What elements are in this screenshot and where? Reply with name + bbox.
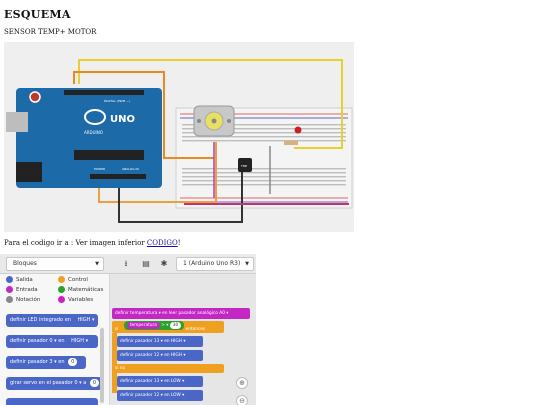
then-block-pin13[interactable]: definir pasador 13 ▾ en HIGH ▾ [117, 336, 203, 347]
red-led [294, 126, 302, 134]
category-entrada[interactable]: Entrada [6, 286, 38, 293]
yellow-wire [78, 59, 343, 149]
print-icon[interactable]: ▤ [142, 259, 150, 268]
power-label: POWER [94, 167, 105, 171]
chevron-down-icon: ▼ [245, 261, 249, 267]
resistor [284, 141, 298, 145]
reset-button [29, 91, 41, 103]
circuit-svg: UNO ARDUINO DIGITAL (PWM ~) ANALOG IN PO… [6, 59, 353, 223]
category-matematicas[interactable]: Matemáticas [58, 286, 103, 293]
usb-port [6, 112, 28, 132]
block-if[interactable]: si temperatura > ▾ 30 entonces [112, 321, 224, 333]
svg-text:TMP: TMP [240, 164, 247, 168]
zoom-out-icon[interactable]: ⊖ [236, 395, 248, 405]
palette-block-pin-high[interactable]: definir pasador 0 ▾ en HIGH ▾ [6, 335, 98, 348]
category-control[interactable]: Control [58, 276, 88, 283]
orange-wire-2 [98, 142, 217, 203]
block-else[interactable]: si no [112, 364, 224, 373]
breadboard-holes [182, 124, 346, 186]
black-wire [118, 172, 243, 223]
editor-toolbar: Bloques▼ ⭳ ▤ ✱ 1 (Arduino Uno R3)▼ [0, 254, 256, 274]
page-title: ESQUEMA [4, 8, 71, 21]
category-variables[interactable]: Variables [58, 296, 93, 303]
digital-label: DIGITAL (PWM ~) [104, 99, 130, 103]
palette-block-more[interactable] [6, 398, 98, 405]
arduino-board [16, 88, 162, 188]
code-caption: Para el codigo ir a : Ver imagen inferio… [4, 239, 181, 247]
mode-select[interactable]: Bloques▼ [6, 257, 104, 271]
if-bracket [112, 333, 117, 393]
arduino-logo [84, 109, 106, 125]
code-link[interactable]: CODIGO [146, 239, 178, 247]
block-set-temperature[interactable]: definir temperatura ▾ en leer pasador an… [112, 308, 250, 319]
chevron-down-icon: ▼ [95, 261, 99, 267]
device-select[interactable]: 1 (Arduino Uno R3)▼ [176, 257, 254, 271]
analog-label: ANALOG IN [122, 167, 139, 171]
else-block-pin12[interactable]: definir pasador 12 ▾ en LOW ▾ [117, 390, 203, 401]
palette-scrollbar[interactable] [100, 328, 104, 403]
blocks-workspace: definir temperatura ▾ en leer pasador an… [110, 274, 256, 405]
then-block-pin12[interactable]: definir pasador 12 ▾ en HIGH ▾ [117, 350, 203, 361]
board-sublabel: ARDUINO [84, 130, 103, 135]
code-editor: Bloques▼ ⭳ ▤ ✱ 1 (Arduino Uno R3)▼ Salid… [0, 254, 256, 405]
bug-icon[interactable]: ✱ [160, 259, 168, 268]
chip [74, 150, 144, 160]
blocks-palette: Salida Control Entrada Matemáticas Notac… [0, 274, 110, 405]
download-icon[interactable]: ⭳ [124, 259, 128, 268]
else-block-pin13[interactable]: definir pasador 13 ▾ en LOW ▾ [117, 376, 203, 387]
palette-block-servo[interactable]: girar servo en el pasador 0 ▾ a 0 [6, 377, 102, 390]
page-subtitle: SENSOR TEMP+ MOTOR [4, 28, 97, 36]
orange-wire [73, 71, 214, 159]
temperature-sensor [238, 158, 252, 172]
palette-block-led[interactable]: definir LED integrado en HIGH ▾ [6, 314, 98, 327]
palette-block-pin-value[interactable]: definir pasador 3 ▾ en 0 [6, 356, 86, 369]
zoom-in-icon[interactable]: ⊕ [236, 377, 248, 389]
condition-block[interactable]: temperatura > ▾ 30 [123, 321, 185, 330]
category-notacion[interactable]: Notación [6, 296, 40, 303]
circuit-diagram: UNO ARDUINO DIGITAL (PWM ~) ANALOG IN PO… [4, 42, 354, 232]
category-salida[interactable]: Salida [6, 276, 33, 283]
board-label: UNO [110, 114, 135, 125]
power-jack [16, 162, 42, 182]
